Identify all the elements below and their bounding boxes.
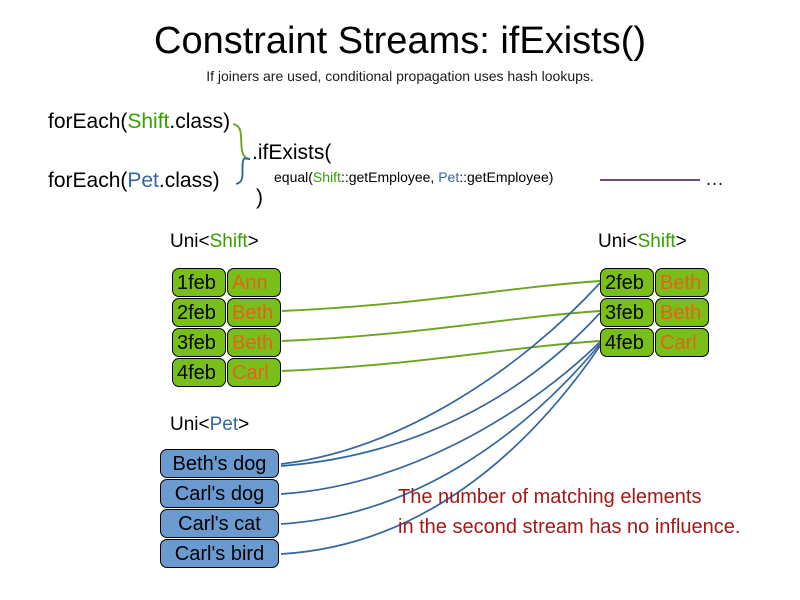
cell-pet-name: Carl's dog <box>160 479 279 508</box>
label-right-type: Shift <box>637 231 676 252</box>
cell-pet-name: Beth's dog <box>160 449 279 478</box>
connector-shift-2feb <box>281 280 601 312</box>
label-right-prefix: Uni< <box>598 231 638 252</box>
label-left-prefix: Uni< <box>170 231 210 252</box>
code-foreach-pet-prefix: forEach( <box>48 169 128 192</box>
code-close-paren: ) <box>256 186 263 209</box>
code-equal-pet-class: Pet <box>438 169 460 185</box>
label-uni-shift-left: Uni<Shift> <box>170 231 259 253</box>
table-shift-left: 1feb Ann 2feb Beth 3feb Beth 4feb Carl <box>172 268 281 388</box>
cell-shift-employee: Carl <box>227 358 281 387</box>
code-foreach-shift: forEach(Shift.class) <box>48 110 230 134</box>
table-row: Carl's bird <box>160 539 279 568</box>
cell-shift-date: 3feb <box>172 328 226 357</box>
cell-shift-date: 2feb <box>600 268 654 297</box>
table-row: 2feb Beth <box>600 268 709 297</box>
cell-shift-employee: Ann <box>227 268 281 297</box>
annotation-line-2: in the second stream has no influence. <box>398 516 741 538</box>
cell-shift-employee: Beth <box>227 328 281 357</box>
page-title: Constraint Streams: ifExists() <box>154 20 646 62</box>
table-pet: Beth's dog Carl's dog Carl's cat Carl's … <box>160 449 279 569</box>
table-shift-right: 2feb Beth 3feb Beth 4feb Carl <box>600 268 709 358</box>
table-row: Beth's dog <box>160 449 279 478</box>
connector-pet-beths-dog-3feb <box>280 312 601 467</box>
annotation-note: The number of matching elements in the s… <box>398 482 740 542</box>
annotation-line-1: The number of matching elements <box>398 486 702 508</box>
connector-pet-beths-dog <box>280 282 601 465</box>
label-pet-suffix: > <box>238 414 250 435</box>
connector-pet-carls-dog <box>280 341 601 495</box>
code-equal-joiner: equal(Shift::getEmployee, Pet::getEmploy… <box>274 168 553 186</box>
table-row: Carl's cat <box>160 509 279 538</box>
code-foreach-shift-suffix: .class) <box>169 110 231 133</box>
cell-shift-date: 4feb <box>600 328 654 357</box>
table-row: 2feb Beth <box>172 298 281 327</box>
brace-green-half <box>232 123 251 160</box>
cell-shift-employee: Beth <box>227 298 281 327</box>
cell-pet-name: Carl's bird <box>160 539 279 568</box>
code-foreach-pet-suffix: .class) <box>158 169 220 192</box>
cell-shift-date: 3feb <box>600 298 654 327</box>
cell-shift-date: 2feb <box>172 298 226 327</box>
cell-shift-employee: Beth <box>655 298 709 327</box>
code-equal-prefix: equal( <box>274 169 313 185</box>
code-foreach-shift-prefix: forEach( <box>48 110 128 133</box>
code-equal-pet-method: ::getEmployee) <box>459 169 554 185</box>
table-row: 1feb Ann <box>172 268 281 297</box>
code-equal-shift-class: Shift <box>312 169 341 185</box>
green-connectors <box>281 280 601 372</box>
table-row: 3feb Beth <box>600 298 709 327</box>
page-subtitle: If joiners are used, conditional propaga… <box>206 68 594 84</box>
cell-shift-employee: Beth <box>655 268 709 297</box>
brace-blue-half <box>235 157 251 185</box>
code-foreach-pet-class: Pet <box>127 169 159 192</box>
cell-shift-employee: Carl <box>655 328 709 357</box>
cell-shift-date: 4feb <box>172 358 226 387</box>
label-pet-prefix: Uni< <box>170 414 210 435</box>
table-row: 4feb Carl <box>172 358 281 387</box>
connector-shift-3feb <box>281 310 601 342</box>
code-foreach-shift-class: Shift <box>127 110 170 133</box>
downstream-ellipsis: … <box>705 169 724 190</box>
cell-pet-name: Carl's cat <box>160 509 279 538</box>
table-row: 4feb Carl <box>600 328 709 357</box>
label-right-suffix: > <box>675 231 687 252</box>
code-ifexists-call: .ifExists( <box>252 141 332 164</box>
table-row: Carl's dog <box>160 479 279 508</box>
code-equal-shift-method: ::getEmployee, <box>340 169 439 185</box>
label-left-suffix: > <box>247 231 259 252</box>
label-uni-pet: Uni<Pet> <box>170 414 249 436</box>
table-row: 3feb Beth <box>172 328 281 357</box>
label-left-type: Shift <box>209 231 248 252</box>
connector-shift-4feb <box>281 340 601 372</box>
code-foreach-pet: forEach(Pet.class) <box>48 169 220 193</box>
label-pet-type: Pet <box>209 414 239 435</box>
cell-shift-date: 1feb <box>172 268 226 297</box>
label-uni-shift-right: Uni<Shift> <box>598 231 687 253</box>
